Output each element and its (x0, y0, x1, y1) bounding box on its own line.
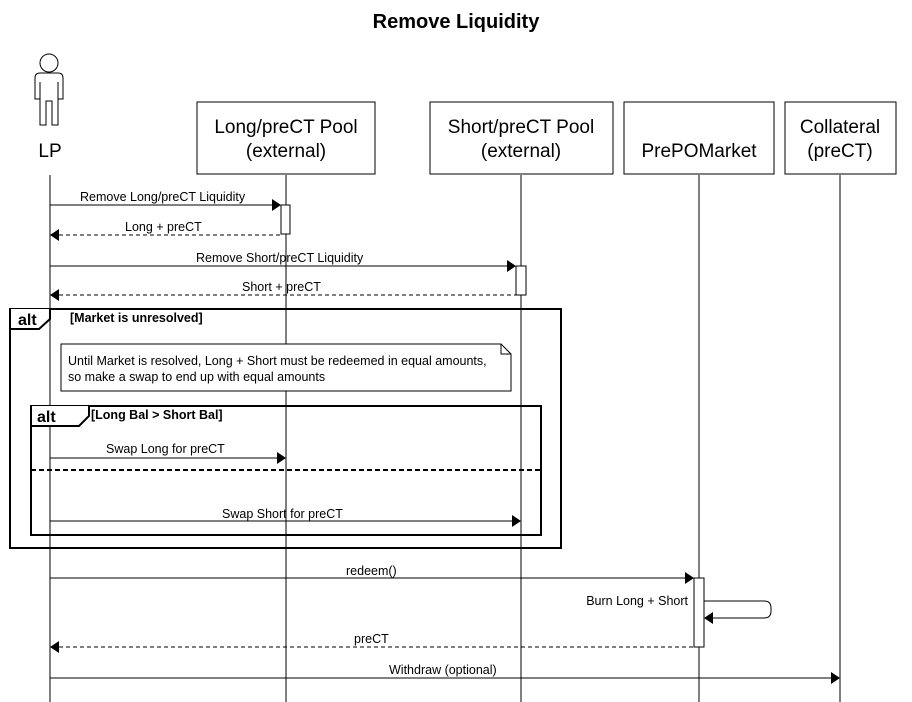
participant-long-pool-sub: (external) (246, 141, 326, 162)
note: Until Market is resolved, Long + Short m… (60, 343, 512, 392)
arrowhead-icon (277, 452, 286, 464)
message-burn-label: Burn Long + Short (586, 594, 688, 608)
outer-alt-frame: alt [Market is unresolved] (9, 308, 562, 549)
participant-market-name: PrePOMarket (641, 141, 757, 162)
activation-short-pool (515, 265, 527, 296)
participant-long-pool-name: Long/preCT Pool (214, 117, 357, 138)
inner-alt-label: alt (37, 409, 56, 426)
arrowhead-icon (50, 289, 59, 301)
participant-long-pool: Long/preCT Pool (external) (196, 101, 376, 175)
participant-collateral-sub: (preCT) (807, 141, 872, 162)
arrowhead-icon (50, 641, 59, 653)
return-short-label: Short + preCT (242, 280, 321, 294)
inner-alt-condition: [Long Bal > Short Bal] (91, 408, 223, 422)
message-withdraw-label: Withdraw (optional) (389, 663, 497, 677)
activation-long-pool (280, 204, 291, 235)
activation-market (693, 577, 705, 648)
message-redeem-label: redeem() (346, 564, 397, 578)
outer-alt-condition: [Market is unresolved] (70, 311, 203, 325)
participant-short-pool-name: Short/preCT Pool (448, 117, 594, 138)
return-long-label: Long + preCT (125, 220, 202, 234)
participant-collateral: Collateral (preCT) (784, 101, 897, 175)
participant-collateral-name: Collateral (800, 117, 880, 138)
outer-alt-label: alt (18, 312, 37, 329)
return-precT-label: preCT (354, 632, 389, 646)
message-swap-short-label: Swap Short for preCT (222, 507, 343, 521)
participant-lp-label: LP (38, 141, 61, 162)
inner-alt-frame: alt [Long Bal > Short Bal] (30, 405, 542, 536)
arrowhead-icon (272, 199, 281, 211)
arrowhead-icon (512, 515, 521, 527)
arrowhead-icon (685, 572, 694, 584)
message-swap-long-label: Swap Long for preCT (106, 442, 225, 456)
arrowhead-icon (831, 672, 840, 684)
note-line-2: so make a swap to end up with equal amou… (68, 370, 325, 384)
message-remove-short-label: Remove Short/preCT Liquidity (196, 251, 364, 265)
participant-short-pool-sub: (external) (481, 141, 561, 162)
actor-icon (34, 53, 64, 126)
participant-short-pool: Short/preCT Pool (external) (429, 101, 614, 175)
participant-market: PrePOMarket (623, 101, 775, 175)
arrowhead-icon (50, 229, 59, 241)
message-burn-line (704, 600, 772, 619)
arrowhead-icon (507, 260, 516, 272)
note-line-1: Until Market is resolved, Long + Short m… (68, 354, 487, 368)
diagram-title: Remove Liquidity (373, 11, 541, 33)
arrowhead-icon (704, 612, 713, 624)
message-remove-long-label: Remove Long/preCT Liquidity (80, 190, 246, 204)
